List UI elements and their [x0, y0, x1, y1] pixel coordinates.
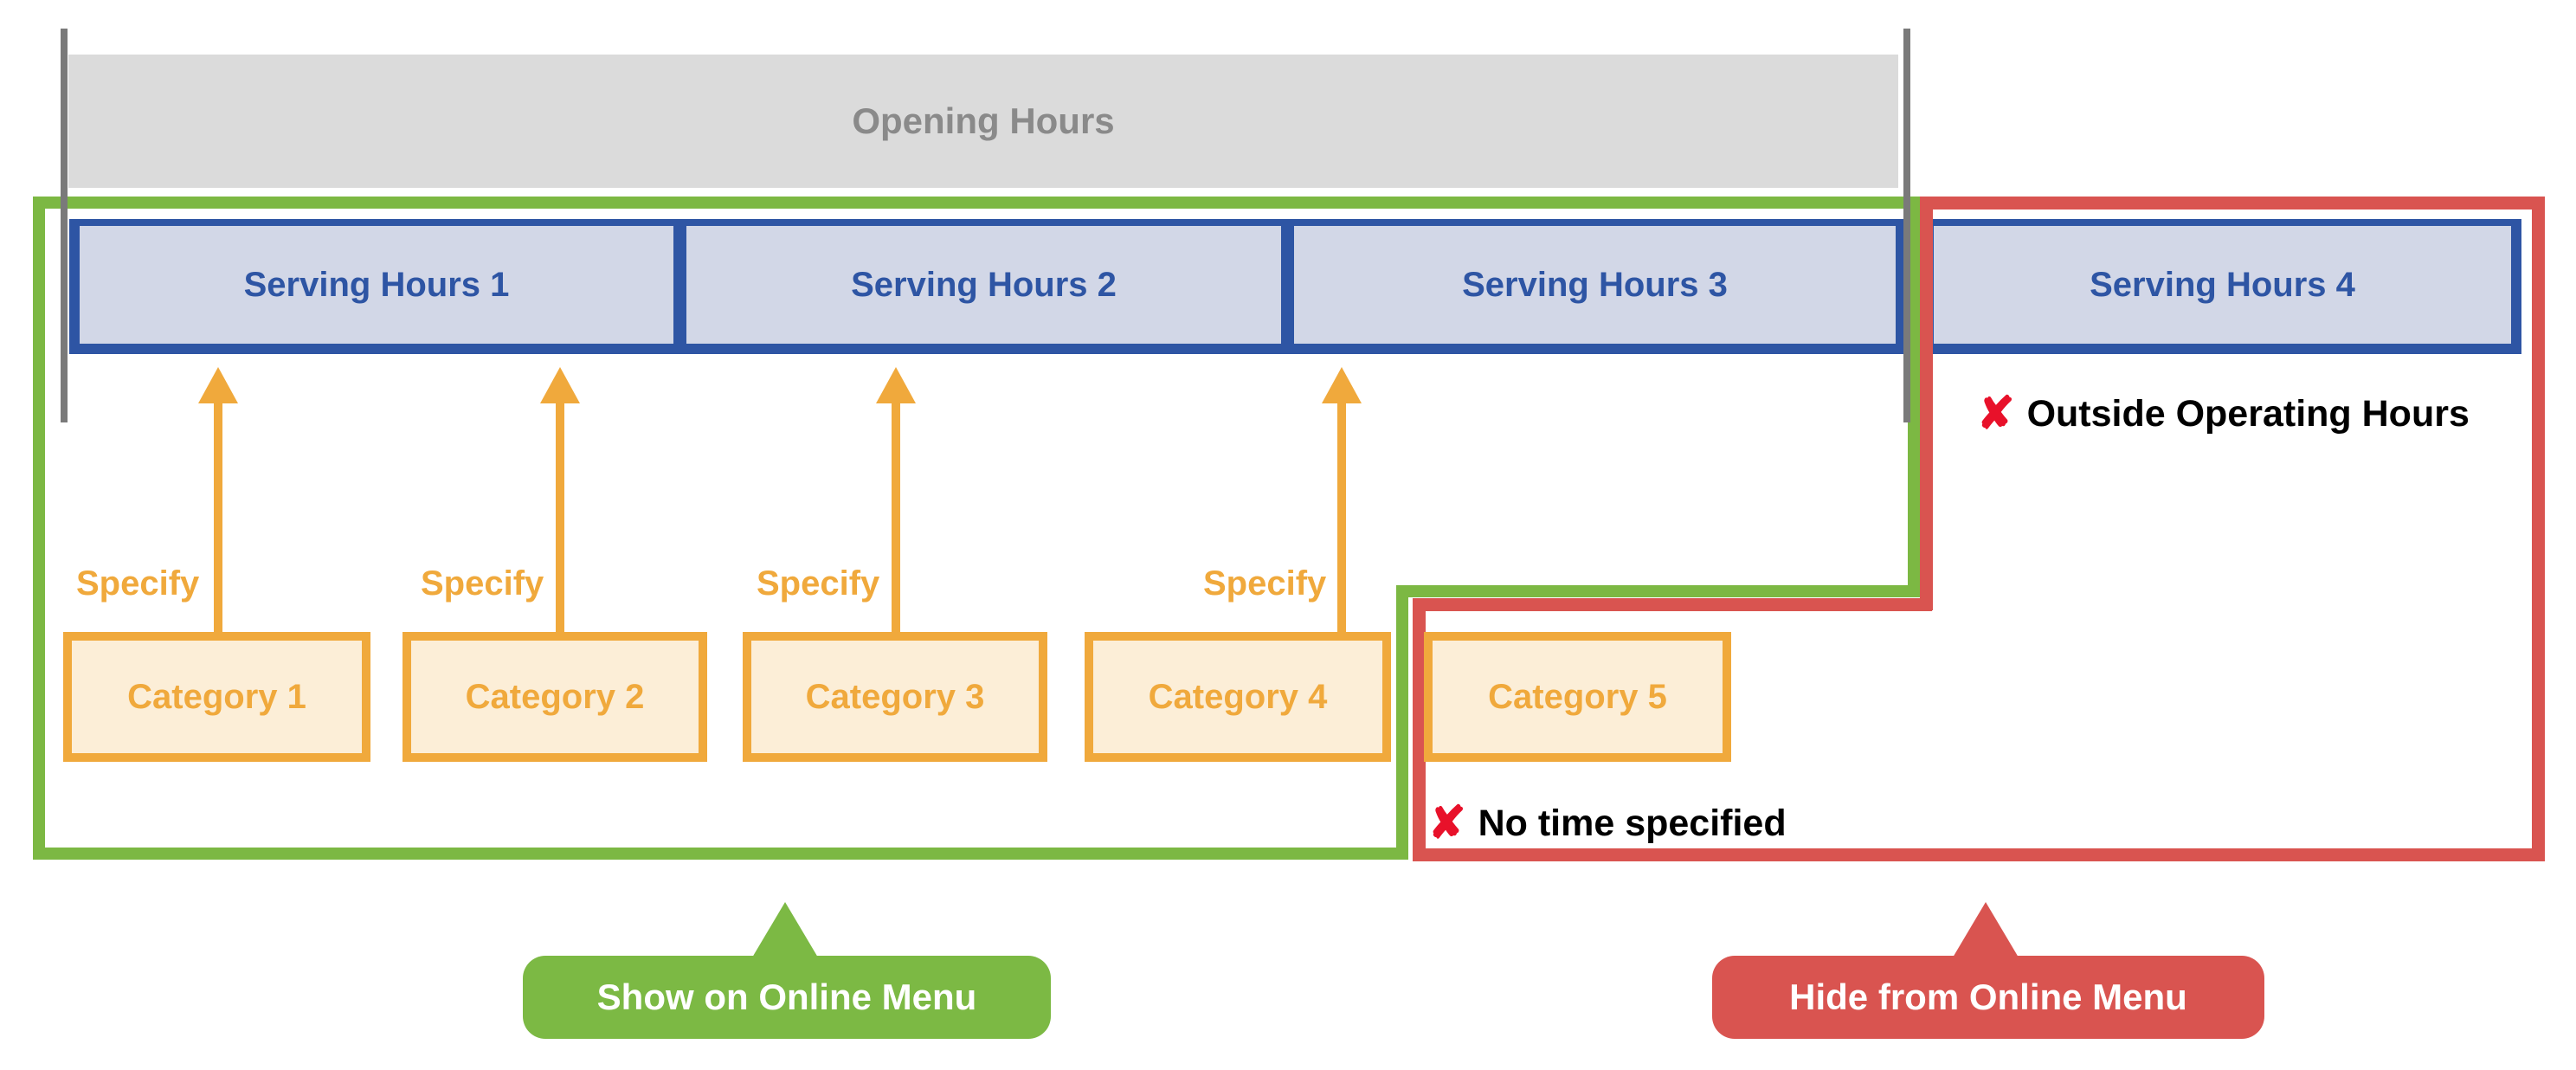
category-4-box: Category 4 [1085, 632, 1391, 762]
hide-region-border-top [1920, 197, 2545, 209]
category-5-box: Category 5 [1424, 632, 1731, 762]
opening-hours-bar: Opening Hours [68, 55, 1898, 188]
serving-hours-2-label: Serving Hours 2 [851, 265, 1117, 304]
hide-region-border-step-vertical [1413, 598, 1426, 861]
category-3-label: Category 3 [805, 677, 985, 716]
category-5-label: Category 5 [1488, 677, 1667, 716]
hide-region-border-bottom [1413, 848, 2545, 861]
opening-hours-label: Opening Hours [852, 100, 1115, 141]
no-time-specified-text: No time specified [1478, 802, 1787, 844]
category-1-box: Category 1 [63, 632, 370, 762]
category-1-label: Category 1 [127, 677, 306, 716]
arrow-shaft [892, 396, 900, 632]
category-4-label: Category 4 [1148, 677, 1328, 716]
hide-from-online-menu-label: Hide from Online Menu [1789, 977, 2187, 1017]
outside-operating-hours-annotation: ✘ Outside Operating Hours [1977, 388, 2470, 440]
show-region-border-step-horizontal [1396, 585, 1920, 597]
show-region-border-right-upper [1908, 197, 1920, 595]
show-on-online-menu-label: Show on Online Menu [596, 977, 977, 1017]
x-cross-icon: ✘ [1977, 389, 2015, 439]
x-cross-icon: ✘ [1428, 798, 1466, 848]
specify-label-2: Specify [421, 564, 544, 603]
serving-hours-3-label: Serving Hours 3 [1462, 265, 1728, 304]
show-region-border-left [33, 197, 45, 860]
arrow-shaft [556, 396, 564, 632]
hide-region-border-left-upper [1920, 197, 1933, 610]
arrow-shaft [1337, 396, 1346, 632]
serving-hours-2-box: Serving Hours 2 [686, 226, 1281, 344]
show-region-border-bottom [33, 848, 1408, 860]
no-time-specified-annotation: ✘ No time specified [1428, 797, 1787, 849]
category-3-box: Category 3 [743, 632, 1047, 762]
serving-hours-4-label: Serving Hours 4 [2090, 265, 2355, 304]
opening-hours-left-boundary-line [61, 29, 68, 422]
serving-hours-1-label: Serving Hours 1 [243, 265, 510, 304]
hide-region-border-step-horizontal [1413, 598, 1932, 611]
show-on-online-menu-callout: Show on Online Menu [523, 956, 1051, 1039]
hide-from-online-menu-callout: Hide from Online Menu [1712, 956, 2264, 1039]
outside-operating-hours-text: Outside Operating Hours [2026, 393, 2470, 435]
arrow-shaft [214, 396, 222, 632]
show-region-border-step-vertical [1396, 585, 1408, 860]
serving-hours-1-box: Serving Hours 1 [80, 226, 673, 344]
specify-label-3: Specify [757, 564, 880, 603]
hide-callout-pointer [1953, 902, 2019, 957]
hide-region-border-right [2532, 197, 2545, 861]
category-2-box: Category 2 [402, 632, 707, 762]
specify-label-1: Specify [76, 564, 200, 603]
specify-label-4: Specify [1203, 564, 1327, 603]
opening-hours-right-boundary-line [1903, 29, 1910, 422]
show-region-border-top [33, 197, 1920, 209]
serving-hours-4-box: Serving Hours 4 [1934, 226, 2511, 344]
category-2-label: Category 2 [465, 677, 645, 716]
show-callout-pointer [752, 902, 818, 957]
serving-hours-3-box: Serving Hours 3 [1294, 226, 1896, 344]
